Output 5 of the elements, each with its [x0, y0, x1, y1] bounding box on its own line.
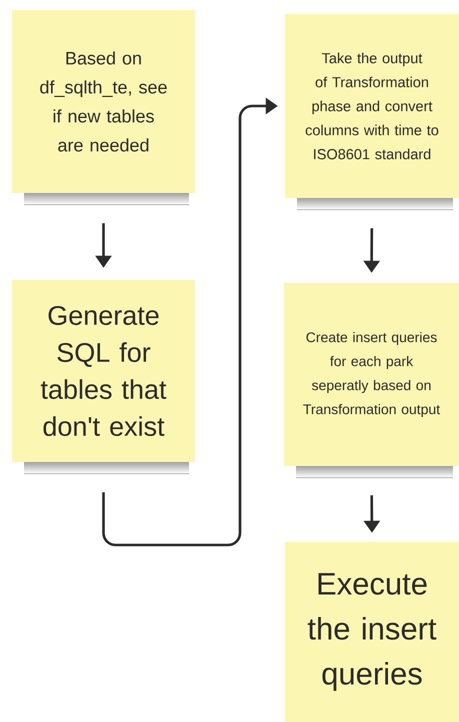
- sticky-note: Execute the insert queries: [285, 542, 459, 722]
- sticky-note: Based on df_sqlth_te, see if new tables are needed: [12, 10, 195, 193]
- sticky-note: Generate SQL for tables that don't exist: [12, 280, 195, 462]
- sticky-note: Take the output of Transformation phase and convert columns with time to ISO8601 standard: [285, 14, 459, 198]
- sticky-note: Create insert queries for each park seperatly based on Transformation output: [284, 283, 459, 466]
